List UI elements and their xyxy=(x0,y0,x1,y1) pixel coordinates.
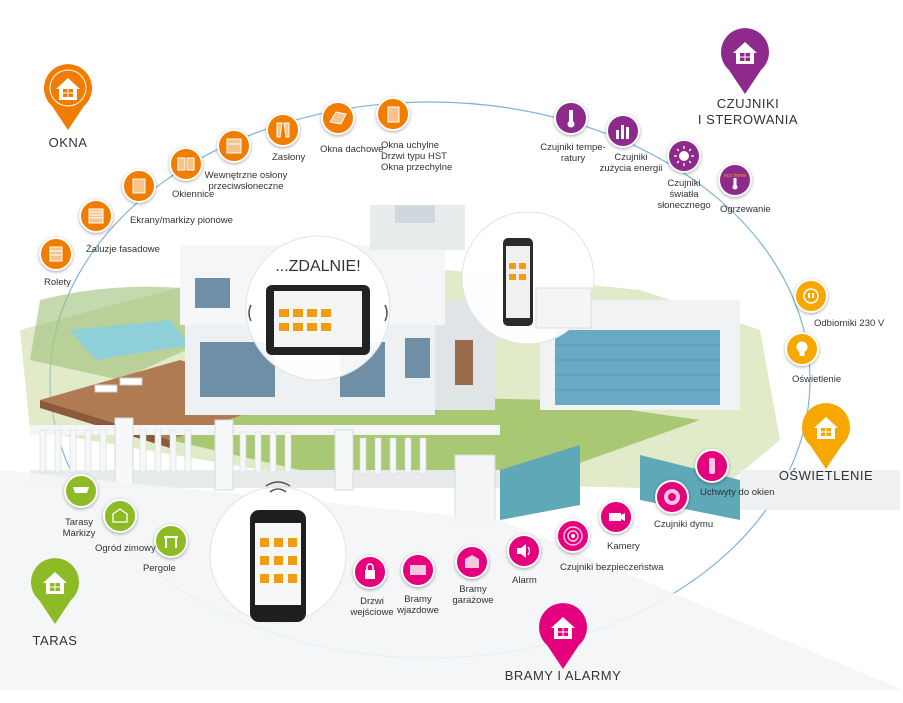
tarasy-label: Tarasy Markizy xyxy=(62,517,96,539)
ogrzewanie-label: Ogrzewanie xyxy=(720,204,771,215)
rolety-label: Rolety xyxy=(44,277,71,288)
oslony-icon xyxy=(217,129,251,163)
czujniki-label: CZUJNIKI I STEROWANIA xyxy=(697,96,799,127)
ekrany-icon xyxy=(122,169,156,203)
uchylne-icon xyxy=(376,97,410,131)
oswietlenie-label: OŚWIETLENIE xyxy=(778,468,874,483)
zaslony-label: Zasłony xyxy=(272,152,306,163)
phone-bubble-top xyxy=(461,211,595,345)
zaluzje-label: Żaluzje fasadowe xyxy=(86,244,160,255)
temp-label: Czujniki tempe- ratury xyxy=(540,142,606,164)
wejsciowe-label: Drzwi wejściowe xyxy=(350,596,394,618)
kamery-label: Kamery xyxy=(607,541,640,552)
thermometer-icon xyxy=(554,101,588,135)
tablet-bubble xyxy=(245,235,391,381)
czujniki-pin xyxy=(721,28,769,94)
dym-label: Czujniki dymu xyxy=(654,519,714,530)
pergole-label: Pergole xyxy=(143,563,176,574)
winter-garden-icon xyxy=(103,499,137,533)
camera-icon xyxy=(599,500,633,534)
okna-label: OKNA xyxy=(48,135,88,150)
taras-label: TARAS xyxy=(32,633,78,648)
bramy-pin xyxy=(539,603,587,669)
okiennice-icon xyxy=(169,147,203,181)
alarm-label: Alarm xyxy=(512,575,537,586)
svg-text:eco home: eco home xyxy=(724,173,746,179)
garazowe-label: Bramy garażowe xyxy=(452,584,494,606)
heating-icon: eco home xyxy=(718,163,752,197)
smoke-detector-icon xyxy=(655,480,689,514)
rolety-icon xyxy=(39,237,73,271)
energy-meter-icon xyxy=(606,114,640,148)
phone-bubble-bottom xyxy=(209,481,347,624)
oswietlenie-pin xyxy=(802,403,850,469)
awning-icon xyxy=(64,474,98,508)
energia-label: Czujniki zużycia energii xyxy=(599,152,663,174)
alarm-speaker-icon xyxy=(507,534,541,568)
zaluzje-icon xyxy=(79,199,113,233)
odbiorniki-label: Odbiorniki 230 V xyxy=(814,318,885,329)
dachowe-label: Okna dachowe xyxy=(320,144,384,155)
security-sensor-icon xyxy=(556,519,590,553)
sun-sensor-icon xyxy=(667,139,701,173)
remote-caption: ...ZDALNIE! xyxy=(275,258,361,275)
entry-gate-icon xyxy=(401,553,435,587)
oswietlenie-node-label: Oświetlenie xyxy=(792,374,842,385)
taras-pin xyxy=(31,558,79,624)
ekrany-label: Ekrany/markizy pionowe xyxy=(130,215,233,226)
lightbulb-icon xyxy=(785,332,819,366)
zaslony-icon xyxy=(266,113,300,147)
ogrod-label: Ogród zimowy xyxy=(95,543,156,554)
bezpieczenstwa-label: Czujniki bezpieczeństwa xyxy=(560,562,664,573)
dachowe-icon xyxy=(321,101,355,135)
lock-door-icon xyxy=(353,555,387,589)
okna-pin xyxy=(44,64,92,130)
bramy-label: BRAMY I ALARMY xyxy=(504,668,622,683)
garage-door-icon xyxy=(455,545,489,579)
plug-icon xyxy=(794,279,828,313)
uchylne-label: Okna uchylne Drzwi typu HST Okna przechy… xyxy=(381,140,453,173)
uchwyty-label: Uchwyty do okien xyxy=(700,487,775,498)
oslony-label: Wewnętrzne osłony przeciwsłoneczne xyxy=(204,170,288,192)
okiennice-label: Okiennice xyxy=(172,189,215,200)
pergola-icon xyxy=(154,524,188,558)
swiatlo-label: Czujniki światła słonecznego xyxy=(657,178,711,211)
window-handle-icon xyxy=(695,449,729,483)
wjazdowe-label: Bramy wjazdowe xyxy=(397,594,439,616)
